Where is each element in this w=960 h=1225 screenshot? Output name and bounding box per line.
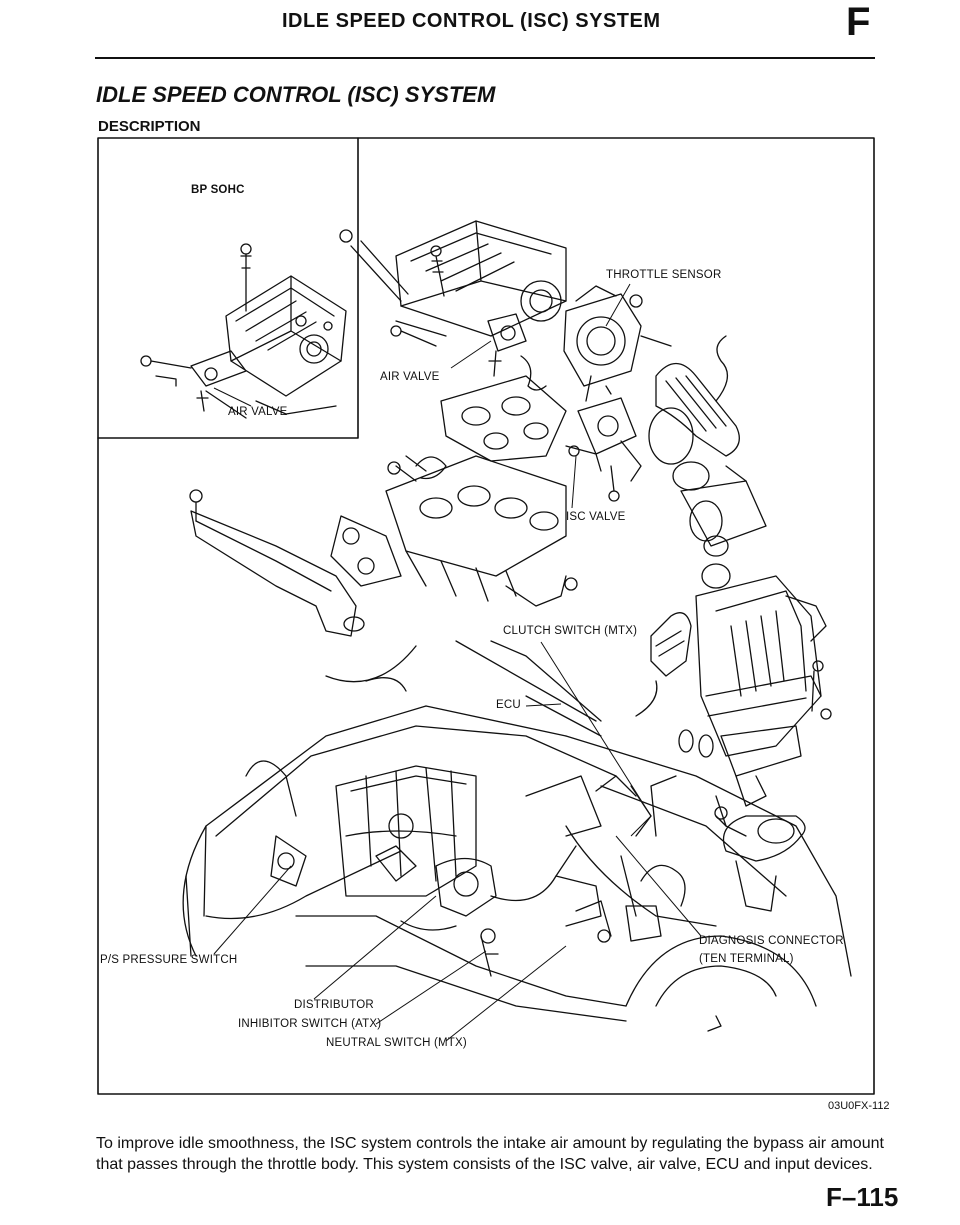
section-title: IDLE SPEED CONTROL (ISC) SYSTEM [96, 82, 496, 107]
label-distributor: DISTRIBUTOR [294, 999, 374, 1011]
plenum-drawing [339, 220, 567, 347]
intake-manifold-drawing [330, 455, 578, 607]
inset-frame [97, 137, 359, 439]
inset-title: BP SOHC [191, 184, 245, 196]
leader-lines [213, 283, 702, 1042]
label-air-valve-inset: AIR VALVE [228, 406, 288, 418]
figure-frame [97, 137, 875, 1095]
leader-clutch-switch [540, 641, 652, 837]
throttle-body-drawing [563, 285, 672, 387]
isc-system-diagram: BP SOHC AIR VALVE AIR VALVE THROTTLE SEN… [96, 136, 876, 1096]
leader-air-valve [450, 340, 492, 369]
label-isc-valve: ISC VALVE [566, 511, 626, 523]
leader-air-valve-inset [213, 387, 252, 407]
leader-throttle-sensor [605, 283, 631, 327]
label-diagnosis-connector-sub: (TEN TERMINAL) [699, 953, 794, 965]
leader-ecu [525, 703, 562, 707]
label-ecu: ECU [496, 699, 521, 711]
header-rule [95, 57, 875, 59]
vehicle-body-drawing [182, 640, 852, 1032]
leader-ps-pressure [213, 865, 292, 955]
figure-code: 03U0FX-112 [828, 1100, 890, 1112]
label-throttle-sensor: THROTTLE SENSOR [606, 269, 722, 281]
page-number: F–115 [826, 1182, 899, 1212]
label-air-valve: AIR VALVE [380, 371, 440, 383]
gasket-drawing [440, 375, 567, 462]
leader-distributor [313, 895, 437, 1000]
paragraph-line-2: that passes through the throttle body. T… [96, 1156, 873, 1173]
label-diagnosis-connector: DIAGNOSIS CONNECTOR [699, 935, 844, 947]
leader-isc-valve [571, 455, 577, 509]
leader-diagnosis [615, 835, 702, 937]
header-title: IDLE SPEED CONTROL (ISC) SYSTEM [282, 10, 661, 32]
label-ps-pressure-switch: P/S PRESSURE SWITCH [100, 954, 238, 966]
label-inhibitor-switch: INHIBITOR SWITCH (ATX) [238, 1018, 382, 1030]
label-clutch-switch: CLUTCH SWITCH (MTX) [503, 625, 638, 637]
description-paragraph: To improve idle smoothness, the ISC syst… [96, 1133, 896, 1175]
label-neutral-switch: NEUTRAL SWITCH (MTX) [326, 1037, 467, 1049]
isc-valve-drawing [565, 375, 642, 502]
leader-inhibitor [375, 950, 487, 1025]
inset-manifold-drawing [140, 243, 347, 419]
air-intake-drawing [648, 335, 832, 912]
paragraph-line-1: To improve idle smoothness, the ISC syst… [96, 1135, 884, 1152]
section-letter: F [846, 0, 871, 44]
bracket-drawing [189, 489, 365, 637]
description-heading: DESCRIPTION [98, 118, 201, 135]
diagram-drawing [97, 137, 875, 1095]
leader-neutral [445, 945, 567, 1042]
